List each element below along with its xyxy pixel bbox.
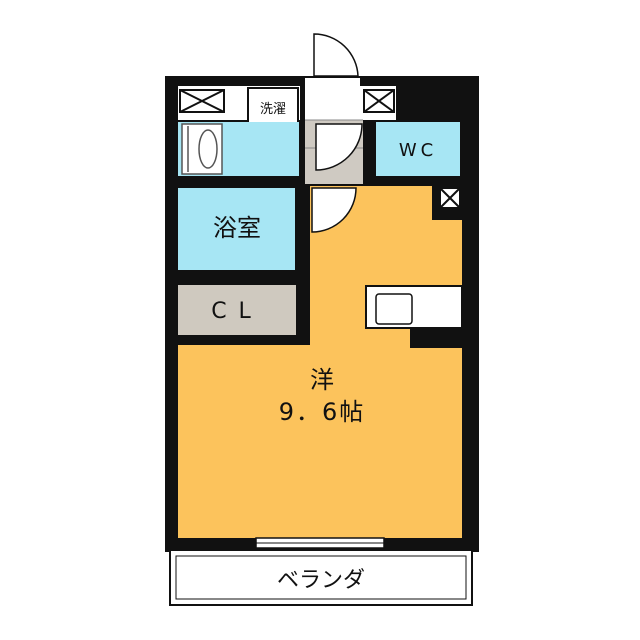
sink-icon (198, 129, 218, 169)
entrance-door (313, 33, 359, 77)
vent-icon (179, 89, 225, 113)
western-room-name: 洋 (310, 366, 334, 394)
fridge-space (410, 328, 462, 348)
western-room-size: 9．6帖 (279, 398, 366, 426)
bath-floor (178, 188, 295, 270)
closet-label: CL (211, 299, 263, 324)
western-room-floor (178, 186, 462, 538)
bath-label: 浴室 (213, 214, 261, 242)
washer-label: 洗濯 (260, 102, 286, 117)
wc-door (315, 123, 363, 171)
kitchen-sink (375, 293, 413, 325)
veranda-label: ベランダ (277, 568, 365, 593)
vent-icon (439, 187, 461, 209)
hall-door (311, 187, 357, 233)
veranda (169, 549, 473, 606)
closet-floor (178, 285, 296, 335)
wc-floor (376, 122, 460, 176)
entrance-strip (305, 78, 360, 120)
vent-icon (363, 89, 395, 113)
wc-label: WC (399, 140, 437, 161)
